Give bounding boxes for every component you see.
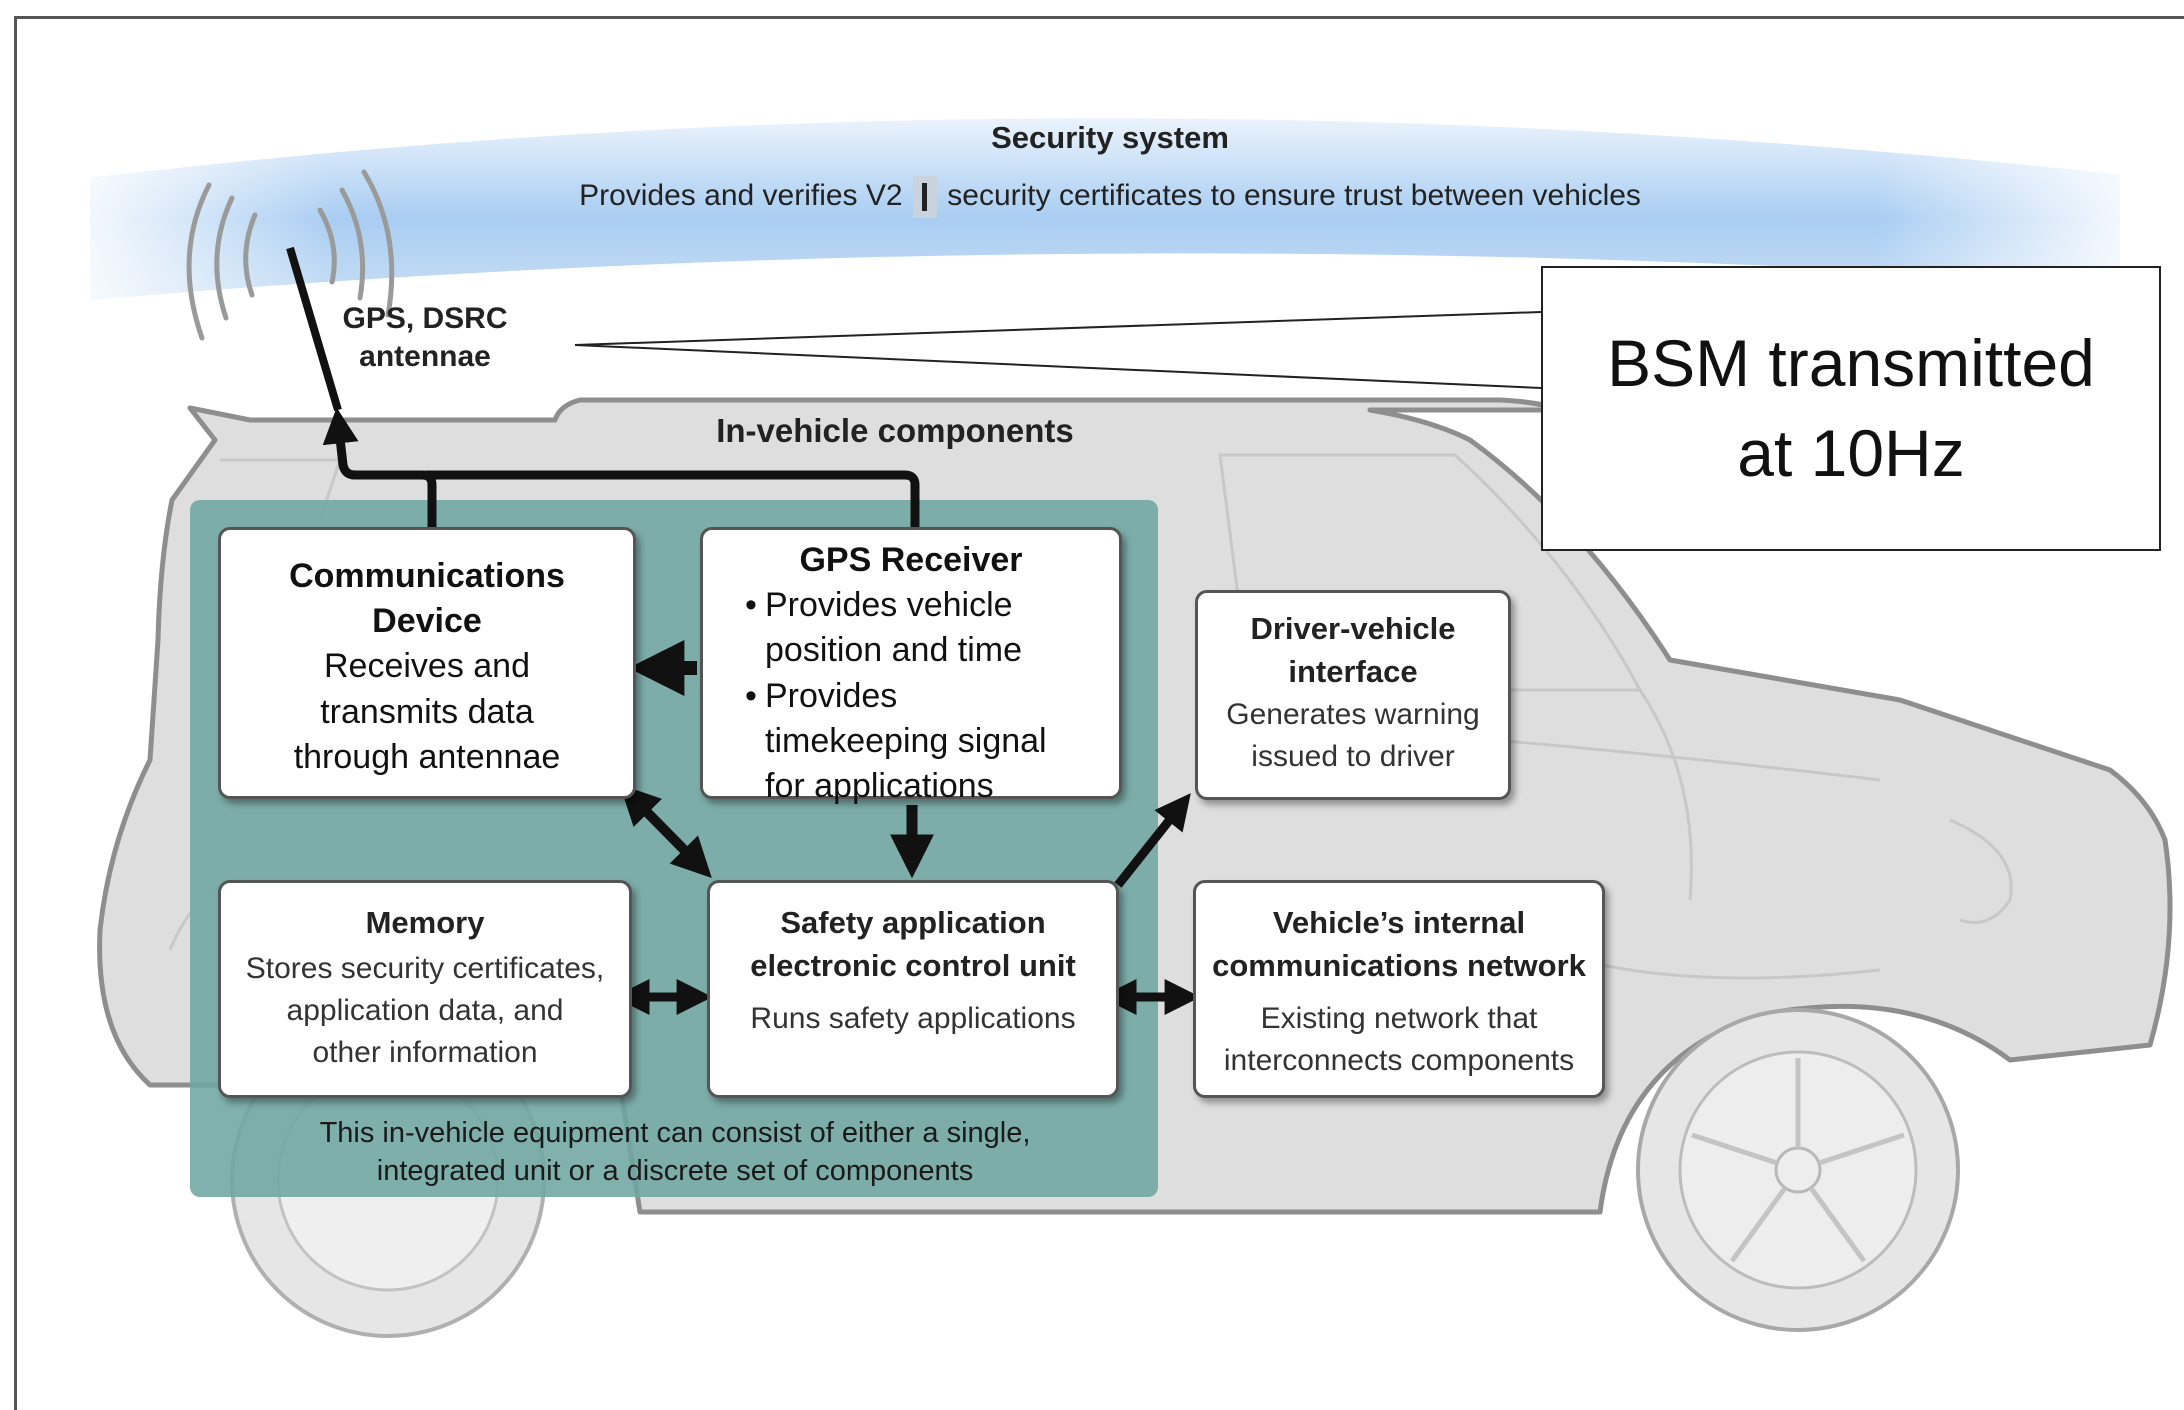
bsm-callout: BSM transmitted at 10Hz — [1541, 266, 2161, 551]
antenna-icon — [186, 169, 395, 412]
ecu-body: Runs safety applications — [750, 1001, 1076, 1035]
frame-top — [14, 16, 2184, 19]
callout-line1: BSM transmitted — [1607, 325, 2095, 400]
communications-device-box: Communications Device Receives and trans… — [218, 527, 636, 799]
security-system-description: Provides and verifies V2 security certif… — [480, 176, 1740, 218]
driver-vehicle-interface-box: Driver-vehicle interface Generates warni… — [1195, 590, 1511, 800]
gps-receiver-box: GPS Receiver Provides vehicle position a… — [700, 527, 1122, 805]
frame-left — [14, 16, 17, 1410]
gps-bullet-line: Provides — [765, 676, 898, 715]
dvi-title-line2: interface — [1288, 654, 1418, 690]
comm-body-line: through antennae — [293, 737, 561, 776]
memory-body-line: Stores security certificates, — [245, 952, 605, 986]
comm-body-line: Receives and — [323, 647, 530, 686]
security-desc-part1: Provides and verifies V2 — [579, 178, 903, 212]
comm-title-line2: Device — [372, 602, 482, 641]
gps-bullet-line: Provides vehicle — [765, 586, 1013, 625]
network-title-line1: Vehicle’s internal — [1272, 905, 1526, 940]
internal-network-box: Vehicle’s internal communications networ… — [1193, 880, 1605, 1098]
comm-ecu-arrow — [619, 784, 712, 878]
security-desc-part2: security certificates to ensure trust be… — [947, 178, 1641, 212]
dvi-body-line: issued to driver — [1251, 739, 1455, 773]
comm-title-line1: Communications — [289, 557, 565, 595]
antenna-label-line2: antennae — [359, 339, 491, 373]
callout-pointer — [574, 311, 1542, 389]
gps-bullet-line: timekeeping signal — [765, 721, 1047, 760]
antenna-label: GPS, DSRC antennae — [305, 300, 545, 375]
comm-body-line: transmits data — [320, 692, 534, 731]
ecu-title-line2: electronic control unit — [750, 948, 1076, 984]
gps-title: GPS Receiver — [799, 541, 1023, 579]
in-vehicle-title: In-vehicle components — [716, 412, 1074, 449]
gps-bullet-item: Provides timekeeping signal for applicat… — [743, 674, 1109, 810]
equipment-note-line2: integrated unit or a discrete set of com… — [376, 1154, 974, 1187]
callout-line2: at 10Hz — [1737, 415, 1965, 490]
gps-bullet-line: for applications — [765, 767, 994, 806]
memory-body-line: application data, and — [286, 994, 564, 1028]
equipment-note: This in-vehicle equipment can consist of… — [200, 1115, 1150, 1190]
network-body-line: Existing network that — [1260, 1001, 1538, 1035]
memory-body-line: other information — [312, 1036, 538, 1070]
antenna-feed-line — [322, 407, 437, 528]
security-system-title: Security system — [991, 120, 1229, 155]
memory-box: Memory Stores security certificates, app… — [218, 880, 632, 1098]
ecu-title-line1: Safety application — [780, 905, 1046, 940]
equipment-note-line1: This in-vehicle equipment can consist of… — [319, 1117, 1031, 1149]
gps-bullet-item: Provides vehicle position and time — [743, 583, 1109, 673]
front-wheel — [1636, 1008, 1960, 1332]
safety-ecu-box: Safety application electronic control un… — [707, 880, 1119, 1098]
antenna-label-line1: GPS, DSRC — [342, 302, 508, 335]
gps-bullet-list: Provides vehicle position and time Provi… — [743, 583, 1109, 809]
ecu-to-dvi-arrow — [1114, 793, 1191, 888]
network-title-line2: communications network — [1212, 948, 1586, 984]
network-body-line: interconnects components — [1223, 1043, 1575, 1077]
memory-title: Memory — [365, 905, 485, 940]
gps-bullet-line: position and time — [765, 631, 1023, 670]
dvi-body-line: Generates warning — [1226, 697, 1480, 731]
text-cursor-mark — [912, 176, 937, 218]
dvi-title-line1: Driver-vehicle — [1250, 611, 1456, 646]
